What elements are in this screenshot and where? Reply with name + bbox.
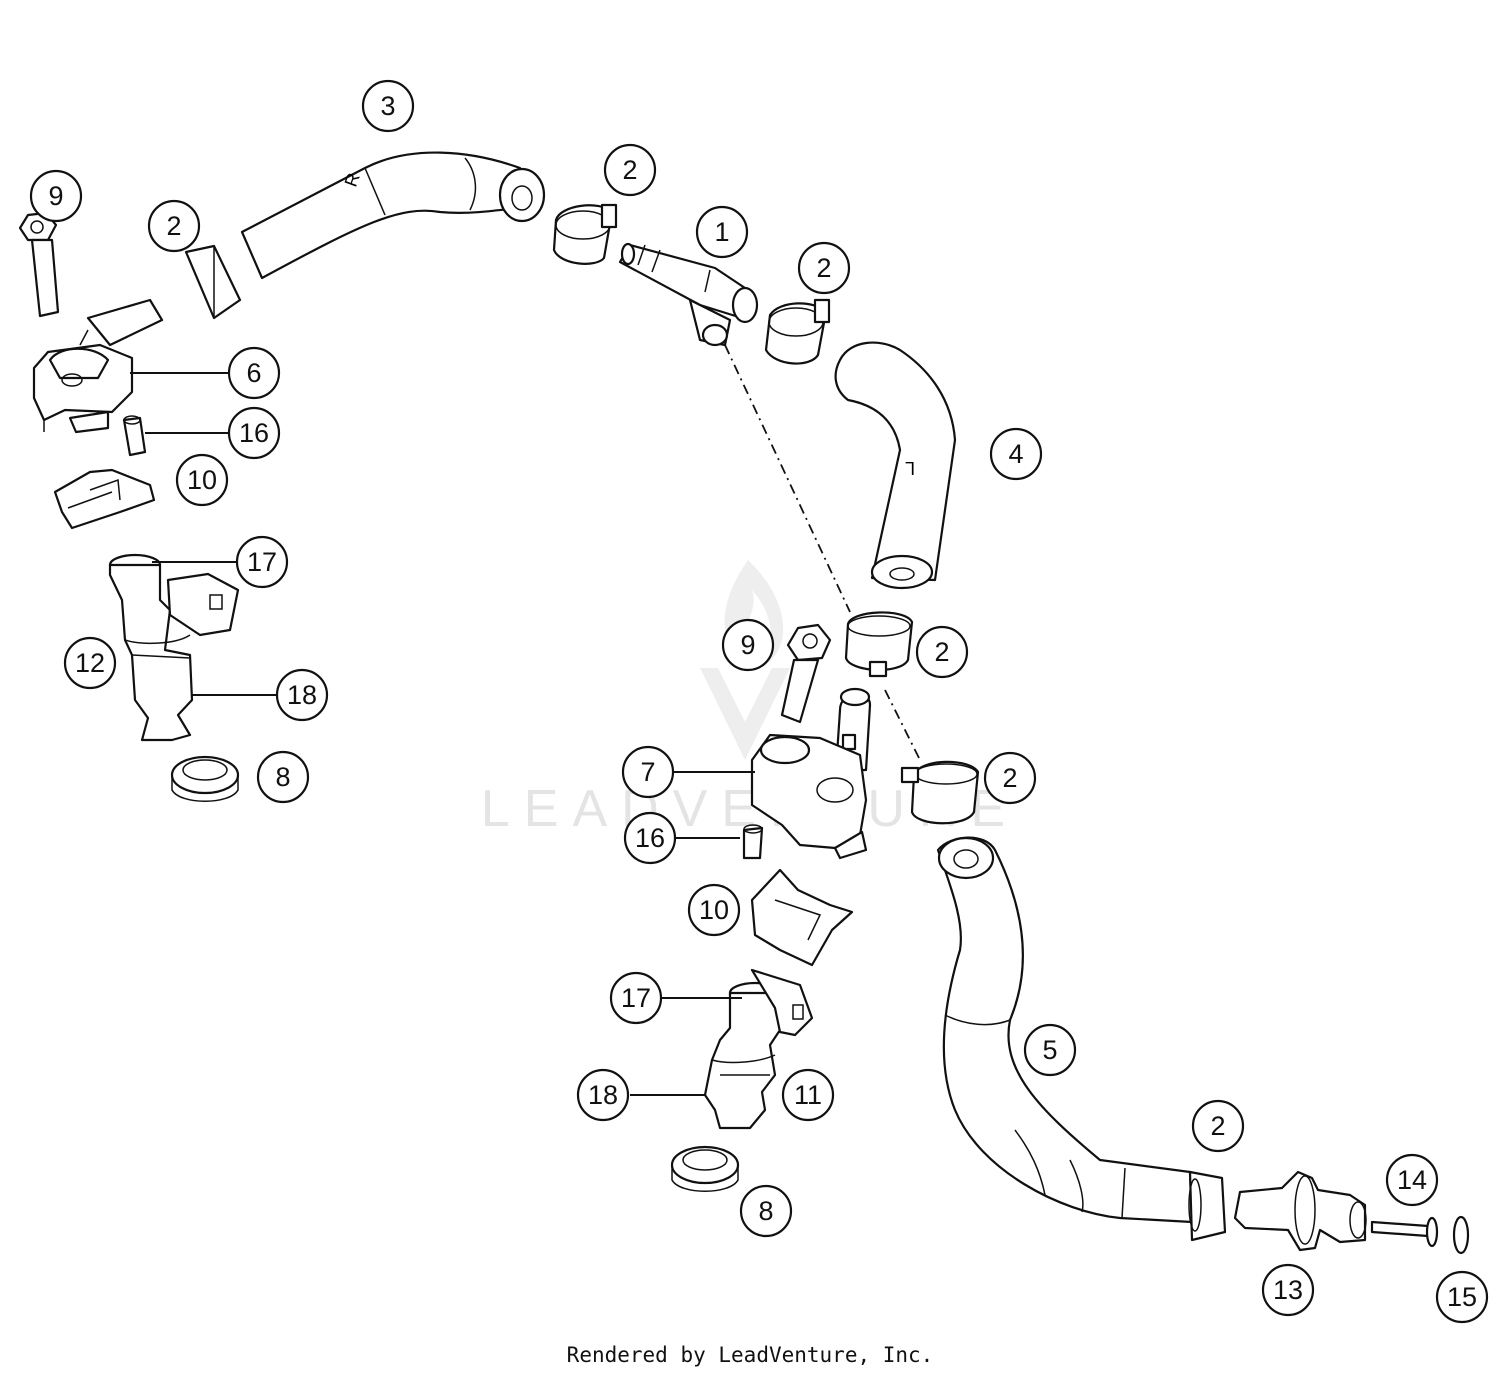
callout-label: 16 [635, 823, 665, 853]
clamp-b [552, 203, 618, 265]
hose-mark-r: R [341, 170, 364, 189]
callout-6: 6 [227, 346, 281, 400]
callout-label: 5 [1042, 1035, 1057, 1065]
hose-left: L [834, 341, 957, 590]
callout-8: 8 [739, 1184, 793, 1238]
injector-left [108, 553, 240, 742]
callout-label: 2 [166, 211, 181, 241]
callout-label: 13 [1273, 1275, 1303, 1305]
callout-label: 16 [239, 418, 269, 448]
clamp-c [764, 298, 831, 365]
callout-label: 9 [740, 630, 755, 660]
seal-left [170, 755, 240, 802]
callout-7: 7 [621, 745, 675, 799]
hose-right: R [240, 151, 546, 280]
callout-2: 2 [797, 241, 851, 295]
callout-2: 2 [915, 625, 969, 679]
callout-label: 1 [714, 217, 729, 247]
callout-10: 10 [175, 453, 229, 507]
callout-label: 3 [380, 91, 395, 121]
callout-14: 14 [1385, 1153, 1439, 1207]
needle-valve [1370, 1216, 1439, 1248]
bolt-center [780, 623, 832, 724]
callout-17: 17 [235, 535, 289, 589]
callout-label: 18 [588, 1080, 618, 1110]
hose-lower [936, 836, 1194, 1224]
pin-left [122, 415, 147, 457]
clip-center [750, 868, 854, 967]
callout-8: 8 [256, 750, 310, 804]
callout-label: 17 [247, 547, 277, 577]
callout-13: 13 [1261, 1263, 1315, 1317]
callout-label: 12 [75, 648, 105, 678]
callout-label: 17 [621, 983, 651, 1013]
callout-label: 10 [187, 465, 217, 495]
clamp-d [844, 611, 914, 678]
callout-1: 1 [695, 205, 749, 259]
callout-label: 7 [640, 757, 655, 787]
callout-17: 17 [609, 971, 663, 1025]
callout-16: 16 [623, 811, 677, 865]
callout-18: 18 [275, 668, 329, 722]
callout-label: 14 [1397, 1165, 1427, 1195]
callout-label: 11 [794, 1080, 822, 1110]
callout-label: 8 [275, 762, 290, 792]
seal-center [670, 1145, 740, 1192]
callout-2: 2 [603, 143, 657, 197]
callout-5: 5 [1023, 1023, 1077, 1077]
callout-18: 18 [576, 1068, 630, 1122]
callout-label: 15 [1447, 1282, 1477, 1312]
callout-15: 15 [1435, 1270, 1489, 1324]
callout-label: 2 [934, 637, 949, 667]
o-ring [1452, 1215, 1470, 1255]
fuel-rail-bracket-center [750, 687, 872, 860]
callout-12: 12 [63, 636, 117, 690]
callout-11: 11 [781, 1068, 835, 1122]
clip-left [53, 468, 156, 530]
callout-2: 2 [983, 751, 1037, 805]
callout-label: 9 [48, 181, 63, 211]
callout-label: 18 [287, 680, 317, 710]
callout-label: 10 [699, 895, 729, 925]
callout-3: 3 [361, 79, 415, 133]
pin-center [742, 824, 764, 860]
callout-label: 4 [1008, 439, 1023, 469]
bolt-left [18, 211, 60, 318]
clamp-a [184, 244, 242, 320]
callout-9: 9 [29, 169, 83, 223]
callout-label: 2 [1002, 763, 1017, 793]
injector-center [703, 968, 814, 1130]
callout-9: 9 [721, 618, 775, 672]
callout-list: 1 2 2 2 2 2 2 3 4 5 6 7 8 8 9 9 10 10 11… [29, 79, 1489, 1324]
t-connector [618, 242, 759, 347]
leader-lines [130, 372, 755, 1096]
callout-16: 16 [227, 406, 281, 460]
fuel-rail-bracket-left [32, 298, 164, 434]
callout-4: 4 [989, 427, 1043, 481]
callout-label: 8 [758, 1196, 773, 1226]
alignment-line [724, 344, 921, 761]
callout-2: 2 [147, 199, 201, 253]
callout-label: 2 [1210, 1111, 1225, 1141]
clamp-f [1188, 1170, 1227, 1242]
callout-label: 2 [622, 155, 637, 185]
hose-mark-l: L [905, 458, 915, 478]
pressure-regulator [1233, 1170, 1367, 1252]
callout-label: 2 [816, 253, 831, 283]
callout-10: 10 [687, 883, 741, 937]
clamp-e [900, 760, 980, 825]
callout-label: 6 [246, 358, 261, 388]
footer-credit: Rendered by LeadVenture, Inc. [566, 1343, 934, 1367]
callout-2: 2 [1191, 1099, 1245, 1153]
